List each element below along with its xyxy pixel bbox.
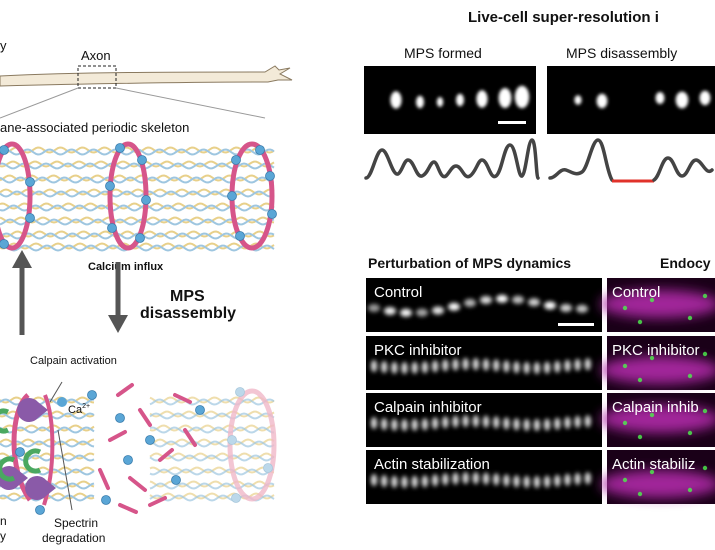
- perturbation-row: Calpain inhibitor: [366, 393, 602, 447]
- perturbation-row-label: PKC inhibitor: [374, 342, 462, 359]
- calcium-ion-label: Ca2+: [68, 403, 90, 416]
- live-cell-title: Live-cell super-resolution i: [468, 9, 659, 26]
- axon-drawing: [0, 65, 293, 119]
- mps-formed-label: MPS formed: [404, 45, 482, 61]
- calcium-ion: [57, 397, 67, 407]
- scale-bar-perturbation: [558, 323, 594, 326]
- endocytosis-row-label: PKC inhibitor: [612, 342, 700, 359]
- calcium-influx-label: Calcium influx: [88, 261, 164, 273]
- left-fragment-label-1: n: [0, 514, 7, 528]
- broken-filaments: [0, 396, 275, 502]
- endocytosis-row: PKC inhibitor: [600, 336, 715, 390]
- adducin-nodes: [0, 143, 277, 249]
- endocytosis-row: Calpain inhib: [600, 393, 715, 447]
- calpain-enzymes: [0, 398, 56, 500]
- perturbation-row-label: Calpain inhibitor: [374, 399, 482, 416]
- disassembly-arrow: [108, 262, 128, 333]
- intensity-trace-disassembly-2: [652, 156, 714, 182]
- live-cell-panel: Live-cell super-resolution i MPS formed …: [364, 9, 715, 183]
- mps-disassembly-label: MPS disassembly: [566, 45, 677, 61]
- left-fragment-label-2: y: [0, 529, 6, 543]
- free-nodes: [15, 387, 273, 515]
- disassembly-label-line2: disassembly: [140, 305, 236, 322]
- endocytosis-row-label: Calpain inhib: [612, 399, 699, 416]
- calpain-activation-label: Calpain activation: [30, 355, 117, 367]
- intensity-trace-formed: [364, 138, 540, 180]
- schematic-panel: y Axon ane-associated periodic skeleton …: [0, 38, 293, 545]
- spectrin-degradation-label-2: degradation: [42, 531, 105, 545]
- mps-cylinder-intact: [0, 141, 277, 252]
- mps-cylinder-disassembled: [0, 381, 277, 515]
- spectrin-degradation-label-1: Spectrin: [54, 516, 98, 530]
- faded-actin-ring: [227, 388, 277, 502]
- scale-bar-live: [498, 121, 526, 124]
- intensity-trace-disassembly: [548, 138, 614, 182]
- disassembly-spots: [574, 90, 711, 109]
- soma-label-fragment: y: [0, 38, 7, 53]
- endocytosis-row: Control: [600, 278, 715, 332]
- formed-spots: [390, 85, 530, 109]
- perturbation-row: PKC inhibitor: [366, 336, 602, 390]
- assembly-arrow: [12, 250, 32, 335]
- mps-disassembly-image: [547, 66, 715, 134]
- perturbation-row: Actin stabilization: [366, 450, 602, 504]
- disassembly-label-line1: MPS: [170, 288, 205, 305]
- perturbation-title: Perturbation of MPS dynamics: [368, 255, 571, 271]
- endocytosis-row-label: Control: [612, 284, 660, 301]
- endocytosis-row: Actin stabiliz: [600, 450, 715, 504]
- perturbation-row-label: Actin stabilization: [374, 456, 490, 473]
- perturbation-panel: Perturbation of MPS dynamics ControlPKC …: [366, 255, 602, 504]
- actin-ring-1: [0, 141, 33, 251]
- skeleton-title: ane-associated periodic skeleton: [0, 120, 189, 135]
- actin-fragments: [98, 383, 197, 514]
- axon-label: Axon: [81, 48, 111, 63]
- endocytosis-title: Endocy: [660, 255, 711, 271]
- endocytosis-row-label: Actin stabiliz: [612, 456, 695, 473]
- perturbation-row-label: Control: [374, 284, 422, 301]
